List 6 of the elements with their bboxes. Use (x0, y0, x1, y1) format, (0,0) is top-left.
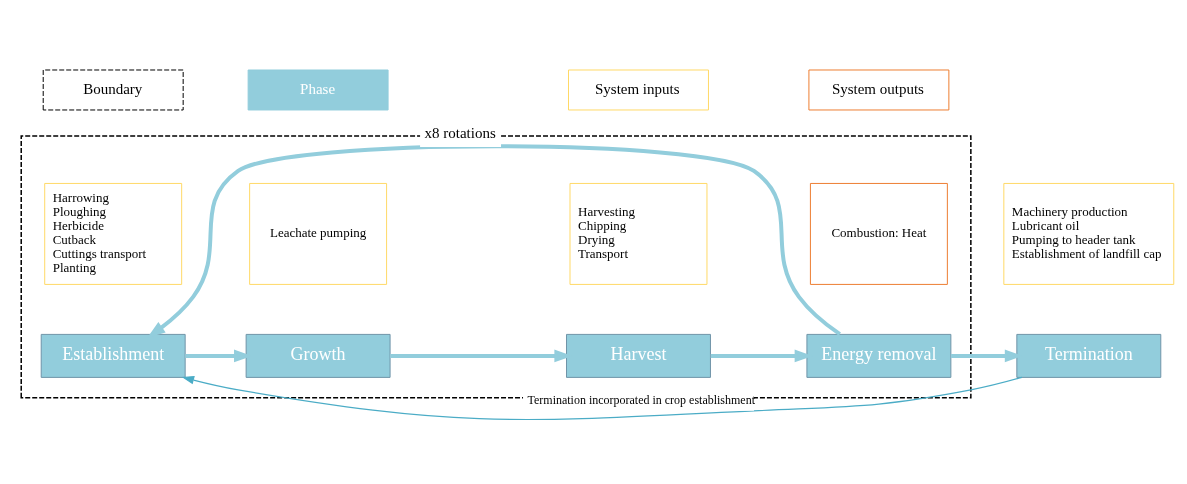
legend-label: Boundary (83, 80, 143, 97)
edge-label: x8 rotations (424, 125, 496, 142)
edge-label: Termination incorporated in crop establishment (527, 392, 755, 407)
legend-label: Phase (300, 80, 336, 97)
legend-label: System outputs (831, 80, 924, 97)
legend-label: System inputs (595, 80, 680, 97)
